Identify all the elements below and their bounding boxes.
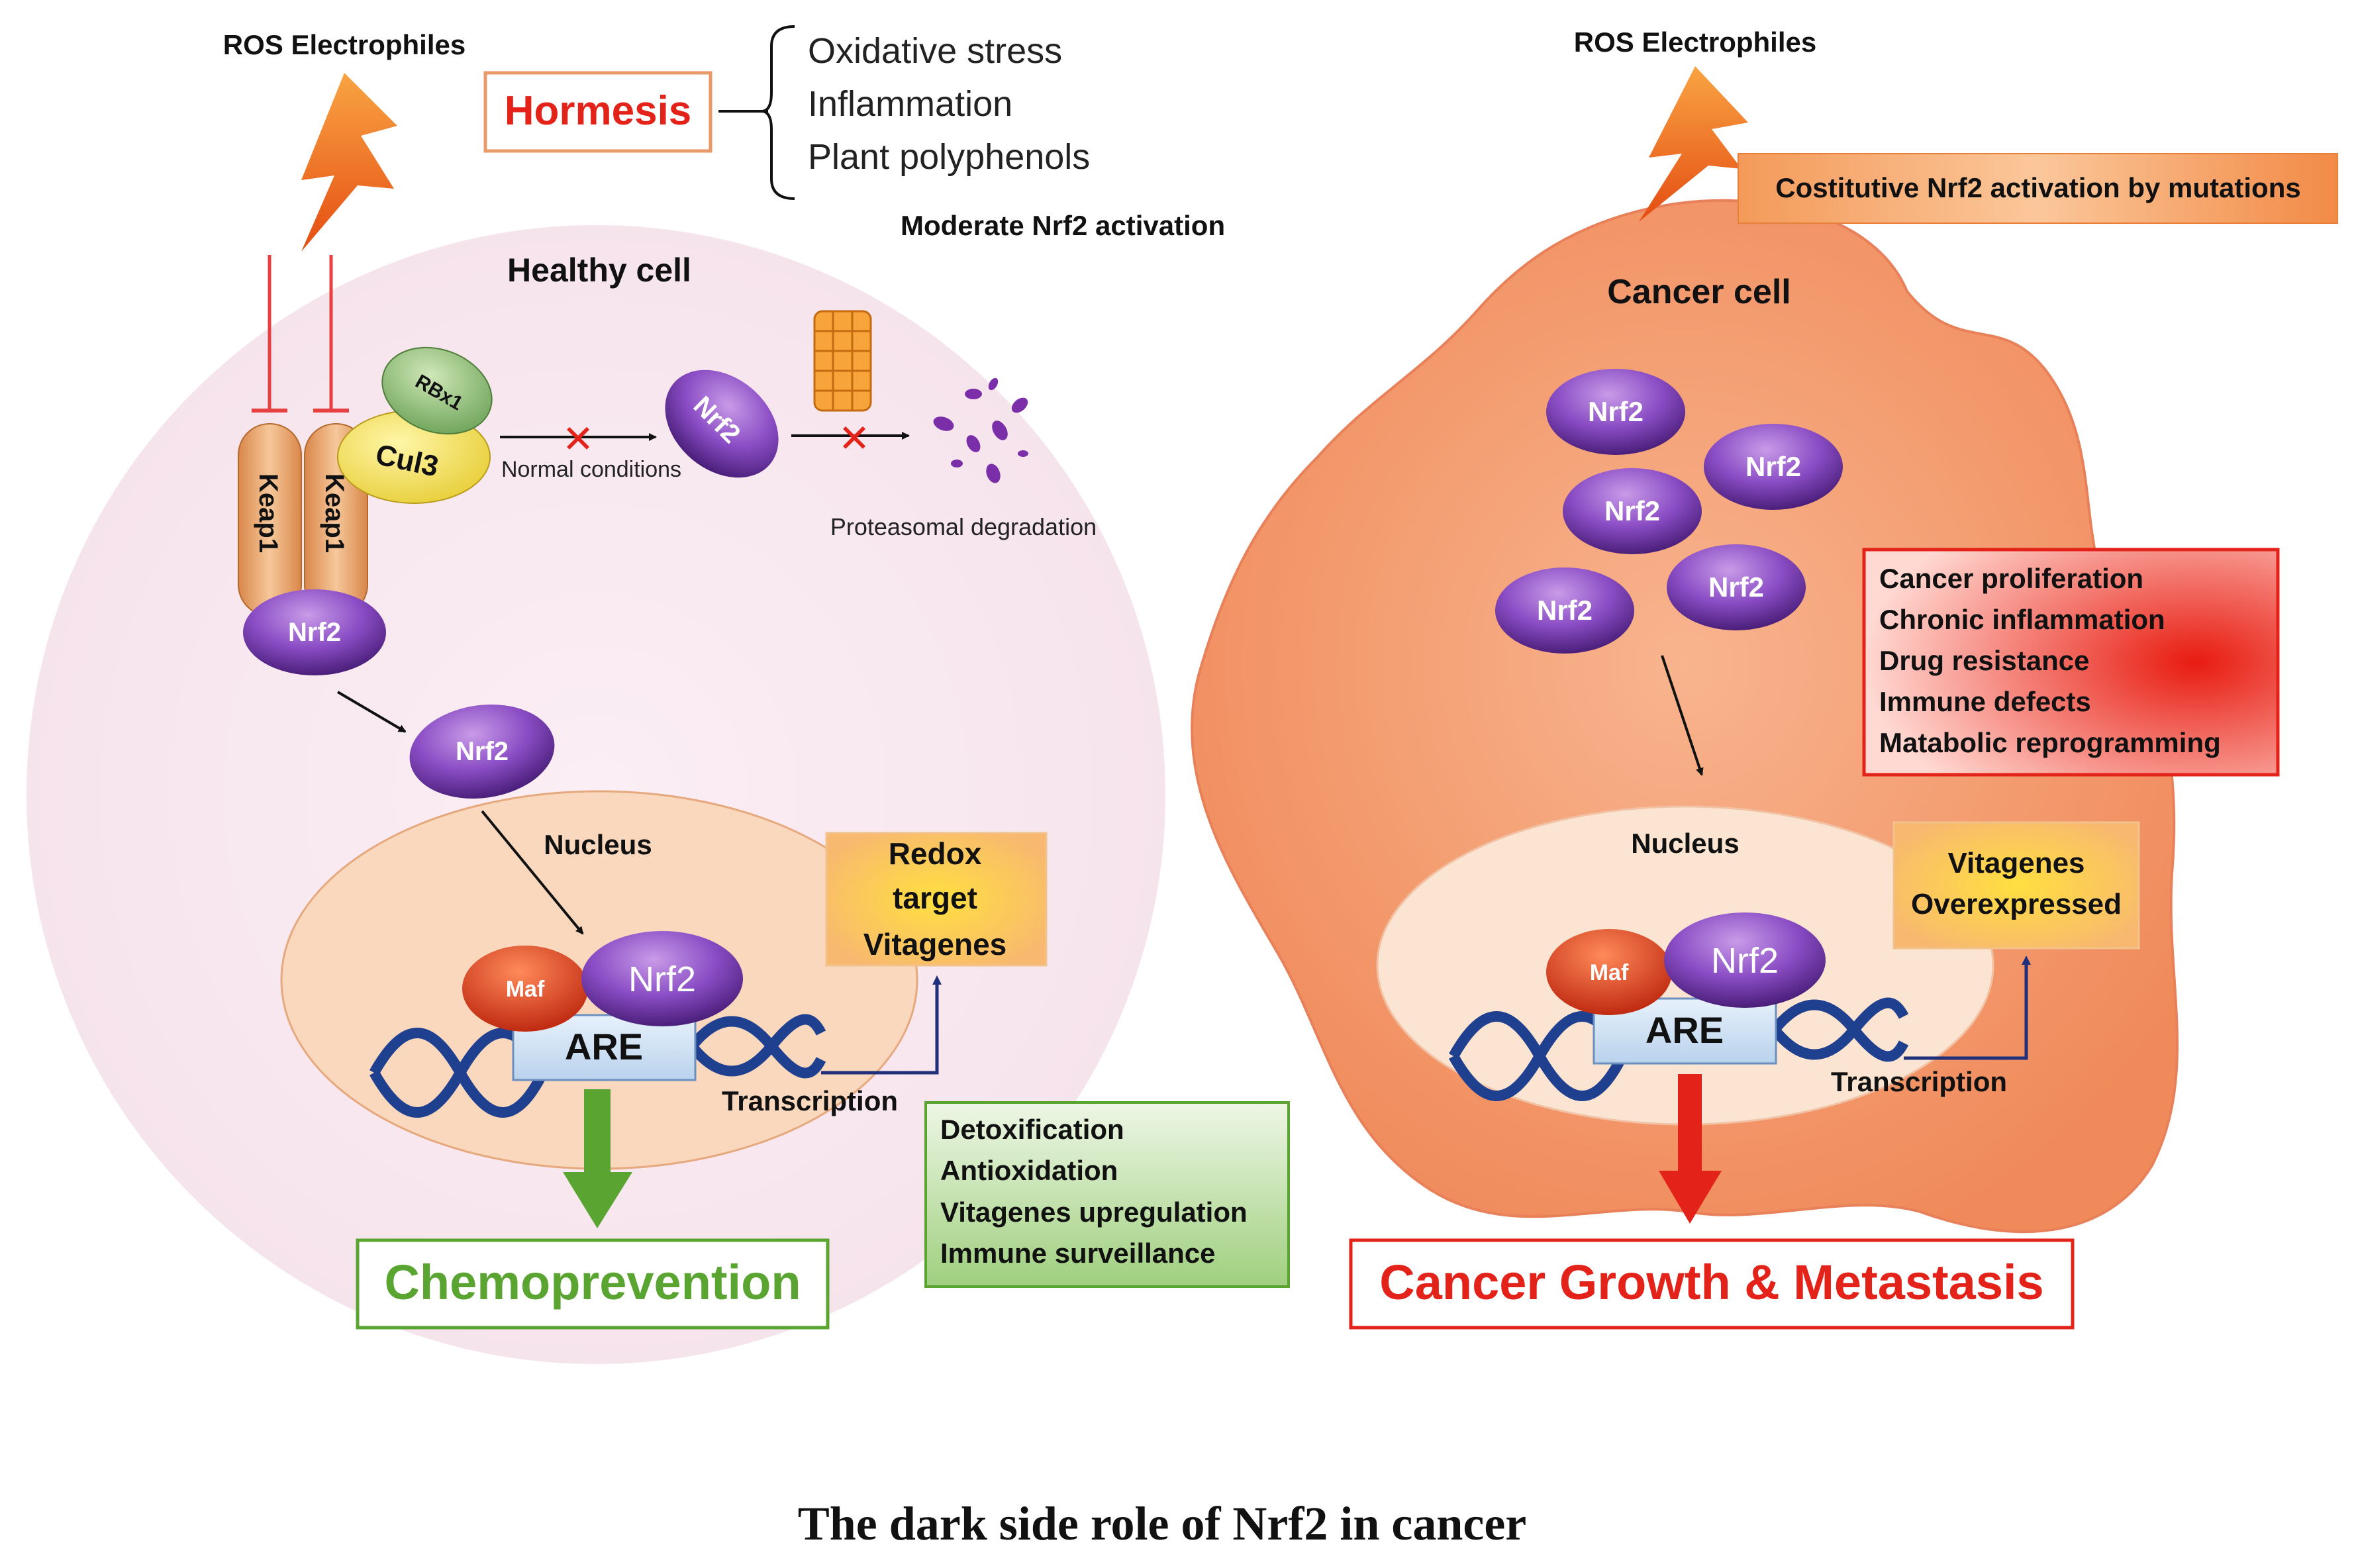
hormesis-item-2: Inflammation: [808, 84, 1012, 124]
block-x-1: ✕: [562, 418, 595, 461]
nrf2-translocating: [409, 705, 555, 799]
nrf2-cancer-4-label: Nrf2: [1537, 595, 1593, 626]
svg-text:Keap1: Keap1: [254, 473, 283, 553]
svg-text:Keap1: Keap1: [320, 473, 349, 553]
nrf2-on-are-label-left: Nrf2: [628, 959, 696, 999]
nrf2-keap1-bound: [243, 589, 386, 675]
chemoprevention-arrow-head: [563, 1172, 632, 1228]
nrf2-free-tilted: [665, 369, 779, 478]
chemoprevention-box: [356, 1238, 830, 1330]
effect-item-3: Drug resistance: [1879, 645, 2089, 676]
transcription-label-right: Transcription: [1831, 1066, 2007, 1097]
left-panel: ROS Electrophiles Hormesis Oxidative str…: [26, 25, 1290, 1364]
moderate-activation-label: Moderate Nrf2 activation: [901, 210, 1225, 241]
healthy-nucleus-label: Nucleus: [544, 829, 652, 860]
nrf2-cancer-4: [1495, 567, 1634, 654]
benefits-box: [924, 1101, 1290, 1288]
transcription-label-left: Transcription: [722, 1085, 898, 1116]
vitagenes-line-2: Overexpressed: [1911, 888, 2122, 920]
effect-item-5: Matabolic reprogramming: [1879, 727, 2221, 758]
mutation-banner: [1738, 153, 2338, 224]
normal-conditions-label: Normal conditions: [501, 457, 681, 482]
block-x-2: ✕: [838, 417, 871, 460]
hormesis-item-3: Plant polyphenols: [808, 137, 1090, 177]
hormesis-label: Hormesis: [505, 88, 692, 134]
cancer-nucleus-label: Nucleus: [1631, 828, 1739, 859]
benefit-item-4: Immune surveillance: [940, 1238, 1216, 1269]
nrf2-cancer-3: [1563, 468, 1702, 554]
nrf2-cancer-2-label: Nrf2: [1745, 451, 1801, 482]
benefit-item-3: Vitagenes upregulation: [940, 1197, 1248, 1228]
hormesis-box: [483, 71, 712, 153]
maf-protein-left: [462, 946, 588, 1032]
rbx1-protein: [381, 346, 493, 435]
nrf2-cancer-5-label: Nrf2: [1708, 571, 1764, 603]
nrf2-keap1-label: Nrf2: [288, 618, 341, 647]
mutation-banner-label: Costitutive Nrf2 activation by mutations: [1775, 172, 2300, 203]
keap1-protein-1: Keap1: [238, 423, 302, 616]
redox-vitagenes-box: [825, 832, 1048, 967]
nrf2-cancer-5: [1667, 544, 1806, 630]
lightning-bolt-icon: [301, 73, 397, 252]
hormesis-brace: [761, 25, 795, 200]
cancer-growth-arrow-shaft: [1678, 1074, 1702, 1173]
cancer-effects-box: [1862, 548, 2280, 777]
effect-item-2: Chronic inflammation: [1879, 604, 2165, 635]
lightning-bolt-icon: [1639, 66, 1748, 222]
chemoprevention-arrow-shaft: [584, 1089, 611, 1175]
vitagenes-overexpressed-box: [1892, 821, 2140, 950]
proteasomal-degradation-label: Proteasomal degradation: [830, 513, 1097, 540]
nrf2-on-are-label-right: Nrf2: [1711, 941, 1779, 981]
maf-label-left: Maf: [506, 977, 545, 1002]
are-label-right: ARE: [1645, 1009, 1724, 1051]
ros-electrophiles-label-right: ROS Electrophiles: [1574, 26, 1816, 58]
ros-electrophiles-label: ROS Electrophiles: [223, 29, 466, 60]
nucleus-entry-arrow: [481, 810, 584, 935]
redox-line-3: Vitagenes: [863, 927, 1006, 961]
degraded-fragments-icon: [933, 377, 1028, 483]
cancer-growth-box: [1349, 1238, 2075, 1330]
nrf2-cancer-3-label: Nrf2: [1604, 495, 1660, 526]
effect-item-4: Immune defects: [1879, 686, 2091, 717]
redox-line-1: Redox: [889, 836, 982, 871]
right-panel: ROS Electrophiles Costitutive Nrf2 activ…: [1191, 26, 2338, 1330]
figure-title: The dark side role of Nrf2 in cancer: [798, 1497, 1527, 1550]
healthy-cell-label: Healthy cell: [507, 252, 691, 289]
nrf2-on-are-left: [581, 931, 743, 1026]
transcription-line-right: [1904, 956, 2031, 1060]
cancer-cell-label: Cancer cell: [1607, 273, 1791, 311]
nrf2-translocating-label: Nrf2: [456, 737, 509, 766]
benefit-item-1: Detoxification: [940, 1114, 1124, 1145]
cancer-growth-arrow-head: [1659, 1171, 1722, 1224]
nucleus-entry-arrow-right: [1661, 655, 1704, 776]
vitagenes-line-1: Vitagenes: [1947, 847, 2085, 879]
benefit-item-2: Antioxidation: [940, 1155, 1118, 1186]
dna-helix-right-right-panel: [1770, 997, 1909, 1062]
redox-line-2: target: [893, 881, 977, 915]
are-label-left: ARE: [565, 1026, 643, 1067]
maf-protein-right: [1546, 929, 1672, 1015]
transcription-line-left: [821, 975, 942, 1075]
hormesis-item-1: Oxidative stress: [808, 31, 1062, 71]
cancer-growth-label: Cancer Growth & Metastasis: [1379, 1255, 2043, 1310]
chemoprevention-label: Chemoprevention: [384, 1255, 801, 1310]
nrf2-cancer-1-label: Nrf2: [1588, 396, 1644, 427]
release-arrow: [336, 691, 407, 733]
effect-item-1: Cancer proliferation: [1879, 563, 2143, 594]
nrf2-on-are-right: [1664, 912, 1826, 1008]
nrf2-cancer-2: [1704, 424, 1843, 510]
dna-helix-right: [687, 1014, 826, 1079]
proteasome-icon: [813, 310, 872, 412]
nrf2-cancer-1: [1546, 369, 1685, 455]
maf-label-right: Maf: [1590, 960, 1629, 985]
